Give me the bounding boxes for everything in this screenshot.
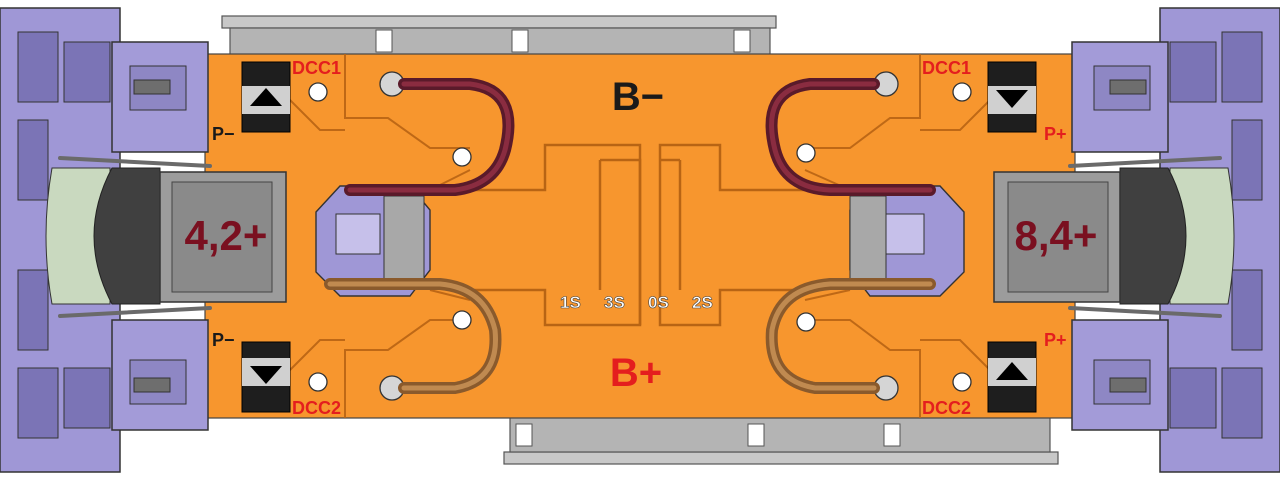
- rivets: [379, 71, 899, 401]
- diode-tr: [987, 61, 1037, 133]
- rail-top-label: B−: [612, 75, 664, 119]
- chip-right: [849, 185, 965, 297]
- diode-bl-label: DCC2: [292, 398, 341, 418]
- battery-right-label: 8,4+: [1015, 212, 1098, 259]
- diode-tr-label: DCC1: [922, 58, 971, 78]
- chip-left: [315, 185, 431, 297]
- pad-label-0s: 0S: [648, 293, 669, 312]
- pad-label-2s: 2S: [692, 293, 713, 312]
- wires: [58, 78, 1222, 394]
- rail-bottom-label: B+: [610, 351, 662, 395]
- diode-tl: [241, 61, 291, 133]
- battery-left: [45, 167, 287, 305]
- pin-tr-label: P+: [1044, 124, 1067, 144]
- pin-br-label: P+: [1044, 330, 1067, 350]
- diode-bl: [241, 341, 291, 413]
- battery-left-label: 4,2+: [185, 212, 268, 259]
- heatsink-top: [221, 15, 777, 57]
- heatsink-bottom: [503, 415, 1059, 465]
- diode-tl-label: DCC1: [292, 58, 341, 78]
- battery-right: [993, 167, 1235, 305]
- pin-bl-label: P−: [212, 330, 235, 350]
- pad-label-3s: 3S: [604, 293, 625, 312]
- pad-labels: 1S 3S 0S 2S: [560, 293, 713, 313]
- via-holes: [308, 82, 972, 392]
- diode-br: [987, 341, 1037, 413]
- pin-tl-label: P−: [212, 124, 235, 144]
- diode-br-label: DCC2: [922, 398, 971, 418]
- pad-label-1s: 1S: [560, 293, 581, 312]
